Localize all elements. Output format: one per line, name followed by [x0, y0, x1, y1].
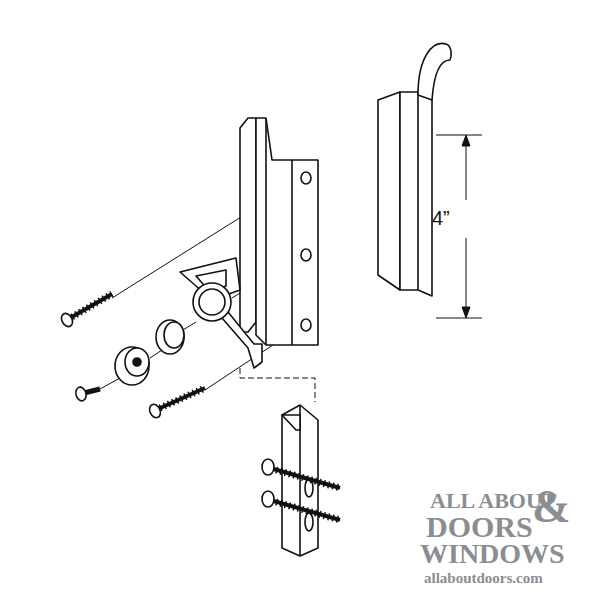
screws — [59, 294, 205, 419]
dimension-value: 4” — [432, 208, 450, 228]
keeper — [262, 405, 340, 556]
handle-plate — [240, 118, 318, 345]
watermark-text: DOORS — [426, 512, 533, 542]
knob-washer — [115, 320, 184, 385]
watermark-url: allaboutdoors.com — [424, 571, 543, 586]
latch-lever — [180, 258, 262, 368]
watermark-ampersand: & — [532, 484, 570, 530]
outside-pull — [378, 43, 451, 296]
watermark-text: WINDOWS — [420, 540, 565, 568]
